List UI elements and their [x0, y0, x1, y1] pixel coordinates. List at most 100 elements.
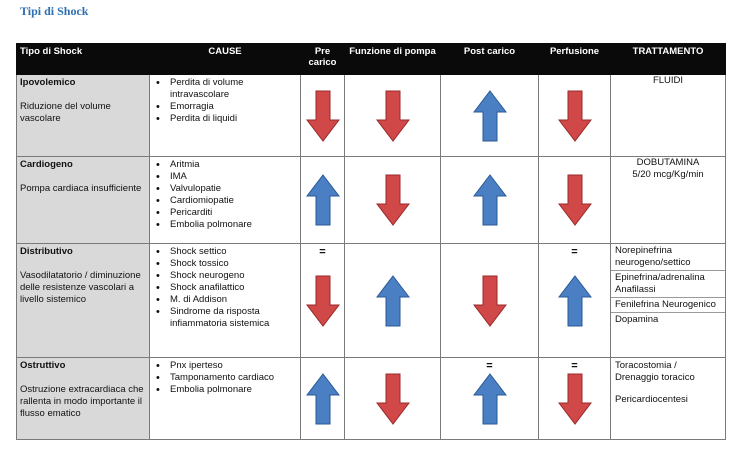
arrow-shape [557, 373, 592, 425]
arrow-shape [375, 373, 410, 425]
type-cell: Cardiogeno Pompa cardiaca insufficiente [16, 156, 150, 244]
list-item: Shock anafilattico [156, 282, 300, 294]
header-postcarico: Post carico [440, 43, 539, 75]
arrow-down-icon [375, 90, 410, 142]
arrow-icon [301, 244, 344, 357]
arrow-icon [345, 244, 440, 357]
arrow-icon [441, 75, 538, 156]
equal-sign: = [571, 246, 578, 258]
arrow-icon [301, 75, 344, 156]
page-title: Tipi di Shock [20, 4, 89, 18]
type-name: Ostruttivo [20, 360, 66, 371]
treatment-cell: FLUIDI [610, 74, 726, 157]
causes-cell: Aritmia IMA Valvulopatie Cardiomiopatie … [149, 156, 301, 244]
type-cell: Ostruttivo Ostruzione extracardiaca che … [16, 357, 150, 440]
arrow-shape [305, 372, 340, 424]
list-item: M. di Addison [156, 294, 300, 306]
arrow-icon [345, 358, 440, 439]
arrow-down-icon [375, 174, 410, 226]
arrow-icon [345, 75, 440, 156]
treatment-text: DOBUTAMINA [636, 157, 700, 168]
table-row: Ostruttivo Ostruzione extracardiaca che … [16, 357, 726, 440]
treatment-option: Norepinefrina neurogeno/settico [611, 244, 725, 271]
postcarico-cell [440, 156, 539, 244]
perfusione-cell [538, 156, 611, 244]
arrow-shape [305, 174, 340, 226]
perfusione-cell [538, 74, 611, 157]
type-cell: Ipovolemico Riduzione del volume vascola… [16, 74, 150, 157]
arrow-up-icon [305, 372, 340, 424]
type-cell: Distributivo Vasodilatatorio / diminuzio… [16, 243, 150, 358]
treatment-text: Pericardiocentesi [615, 394, 688, 405]
list-item: Pnx iperteso [156, 360, 300, 372]
arrow-down-icon [305, 275, 340, 327]
treatment-text: FLUIDI [652, 75, 684, 86]
arrow-shape [472, 275, 507, 327]
header-pompa: Funzione di pompa [344, 43, 441, 75]
header-precarico: Pre carico [300, 43, 345, 75]
list-item: Shock settico [156, 246, 300, 258]
table-row: Cardiogeno Pompa cardiaca insufficiente … [16, 156, 726, 244]
treatment-option: Epinefrina/adrenalina Anafilassi [611, 271, 725, 298]
arrow-down-icon [375, 373, 410, 425]
list-item: Pericarditi [156, 207, 300, 219]
postcarico-cell [440, 74, 539, 157]
arrow-icon [539, 157, 610, 243]
arrow-down-icon [557, 174, 592, 226]
pompa-cell [344, 74, 441, 157]
treatment-dose: 5/20 mcg/Kg/min [632, 169, 704, 180]
header-tipo: Tipo di Shock [16, 43, 150, 75]
arrow-shape [305, 90, 340, 142]
shock-table: Tipo di Shock CAUSE Pre carico Funzione … [16, 43, 726, 440]
arrow-shape [305, 275, 340, 327]
arrow-icon [539, 75, 610, 156]
list-item: Embolia polmonare [156, 384, 300, 396]
pompa-cell [344, 156, 441, 244]
precarico-cell [300, 156, 345, 244]
arrow-up-icon [472, 372, 507, 424]
arrow-up-icon [472, 174, 507, 226]
causes-cell: Pnx iperteso Tamponamento cardiaco Embol… [149, 357, 301, 440]
arrow-up-icon [472, 89, 507, 141]
pompa-cell [344, 243, 441, 358]
list-item: Embolia polmonare [156, 219, 300, 231]
equal-sign: = [486, 360, 493, 372]
precarico-cell [300, 357, 345, 440]
type-name: Ipovolemico [20, 77, 76, 88]
arrow-shape [375, 274, 410, 326]
list-item: IMA [156, 171, 300, 183]
equal-sign: = [571, 360, 578, 372]
arrow-icon [441, 157, 538, 243]
treatment-cell: Norepinefrina neurogeno/settico Epinefri… [610, 243, 726, 358]
type-name: Distributivo [20, 246, 73, 257]
precarico-cell [300, 74, 345, 157]
table-row: Ipovolemico Riduzione del volume vascola… [16, 74, 726, 157]
header-trattamento: TRATTAMENTO [610, 43, 726, 75]
arrow-down-icon [557, 373, 592, 425]
arrow-shape [375, 174, 410, 226]
arrow-icon [441, 244, 538, 357]
equal-sign: = [319, 246, 326, 258]
list-item: Tamponamento cardiaco [156, 372, 300, 384]
arrow-up-icon [375, 274, 410, 326]
causes-cell: Perdita di volume intravascolare Emorrag… [149, 74, 301, 157]
arrow-shape [472, 174, 507, 226]
perfusione-cell: = [538, 357, 611, 440]
type-desc: Ostruzione extracardiaca che rallenta in… [20, 384, 144, 419]
list-item: Shock neurogeno [156, 270, 300, 282]
list-item: Shock tossico [156, 258, 300, 270]
arrow-shape [472, 89, 507, 141]
treatment-option: Fenilefrina Neurogenico [611, 298, 725, 313]
arrow-down-icon [305, 90, 340, 142]
treatment-cell: DOBUTAMINA 5/20 mcg/Kg/min [610, 156, 726, 244]
postcarico-cell: = [440, 357, 539, 440]
arrow-up-icon [305, 174, 340, 226]
arrow-shape [557, 274, 592, 326]
list-item: Sindrome da risposta infiammatoria siste… [156, 306, 300, 330]
list-item: Valvulopatie [156, 183, 300, 195]
arrow-icon [539, 358, 610, 439]
postcarico-cell [440, 243, 539, 358]
arrow-icon [301, 358, 344, 439]
arrow-shape [472, 372, 507, 424]
perfusione-cell: = [538, 243, 611, 358]
